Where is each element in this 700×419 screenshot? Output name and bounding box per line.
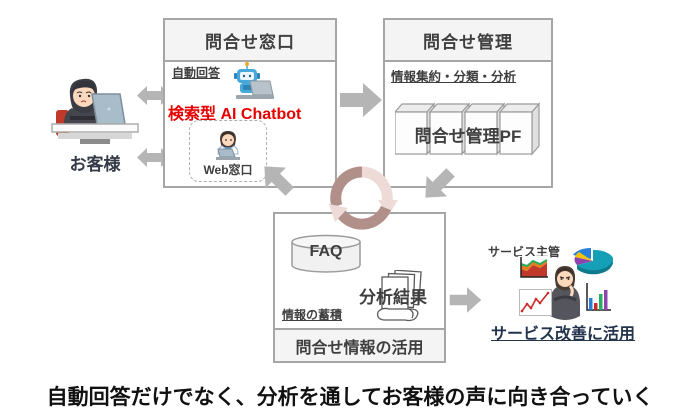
bar-chart-icon [584,282,612,314]
line-chart-icon [519,289,552,316]
right-arrow-icon [340,80,382,120]
service-improvement-label: サービス改善に活用 [491,326,636,343]
management-subtitle: 情報集約・分類・分析 [391,70,517,84]
area-chart-icon [518,256,550,280]
pie-chart-icon [571,245,613,277]
customer-at-laptop-icon: お客様 [50,72,140,175]
right-arrow-icon [449,285,482,315]
cycle-loop-icon [320,156,404,238]
chatbot-label: 検索型 AI Chatbot [168,106,302,123]
inquiry-management-box: 問合せ管理 [383,18,553,188]
analysis-label: 分析結果 [359,288,427,307]
web-operator-icon [212,129,244,161]
service-owner-label: サービス主管 [488,245,561,259]
accumulation-label: 情報の蓄積 [282,308,343,322]
web-window-box: Web窓口 [189,120,267,182]
faq-label: FAQ [309,243,343,260]
inquiry-utilization-title: 問合せ情報の活用 [275,328,444,361]
platform-cubes-icon: 問合せ管理PF [395,100,541,156]
robot-chatbot-icon [230,61,274,103]
customer-label: お客様 [69,155,121,174]
up-left-arrow-icon [252,154,301,203]
inquiry-management-title: 問合せ管理 [385,20,551,62]
auto-answer-label: 自動回答 [172,66,221,80]
down-left-arrow-icon [413,160,462,209]
documents-icon [374,270,424,324]
service-owner-icon [546,264,584,320]
double-arrow-icon [137,147,171,168]
faq-database-icon: FAQ [290,234,362,274]
double-arrow-icon [137,85,171,106]
web-window-label: Web窓口 [203,163,253,177]
platform-label: 問合せ管理PF [414,127,522,146]
tagline: 自動回答だけでなく、分析を通してお客様の声に向き合っていく [46,386,654,409]
inquiry-window-title: 問合せ窓口 [165,20,335,62]
